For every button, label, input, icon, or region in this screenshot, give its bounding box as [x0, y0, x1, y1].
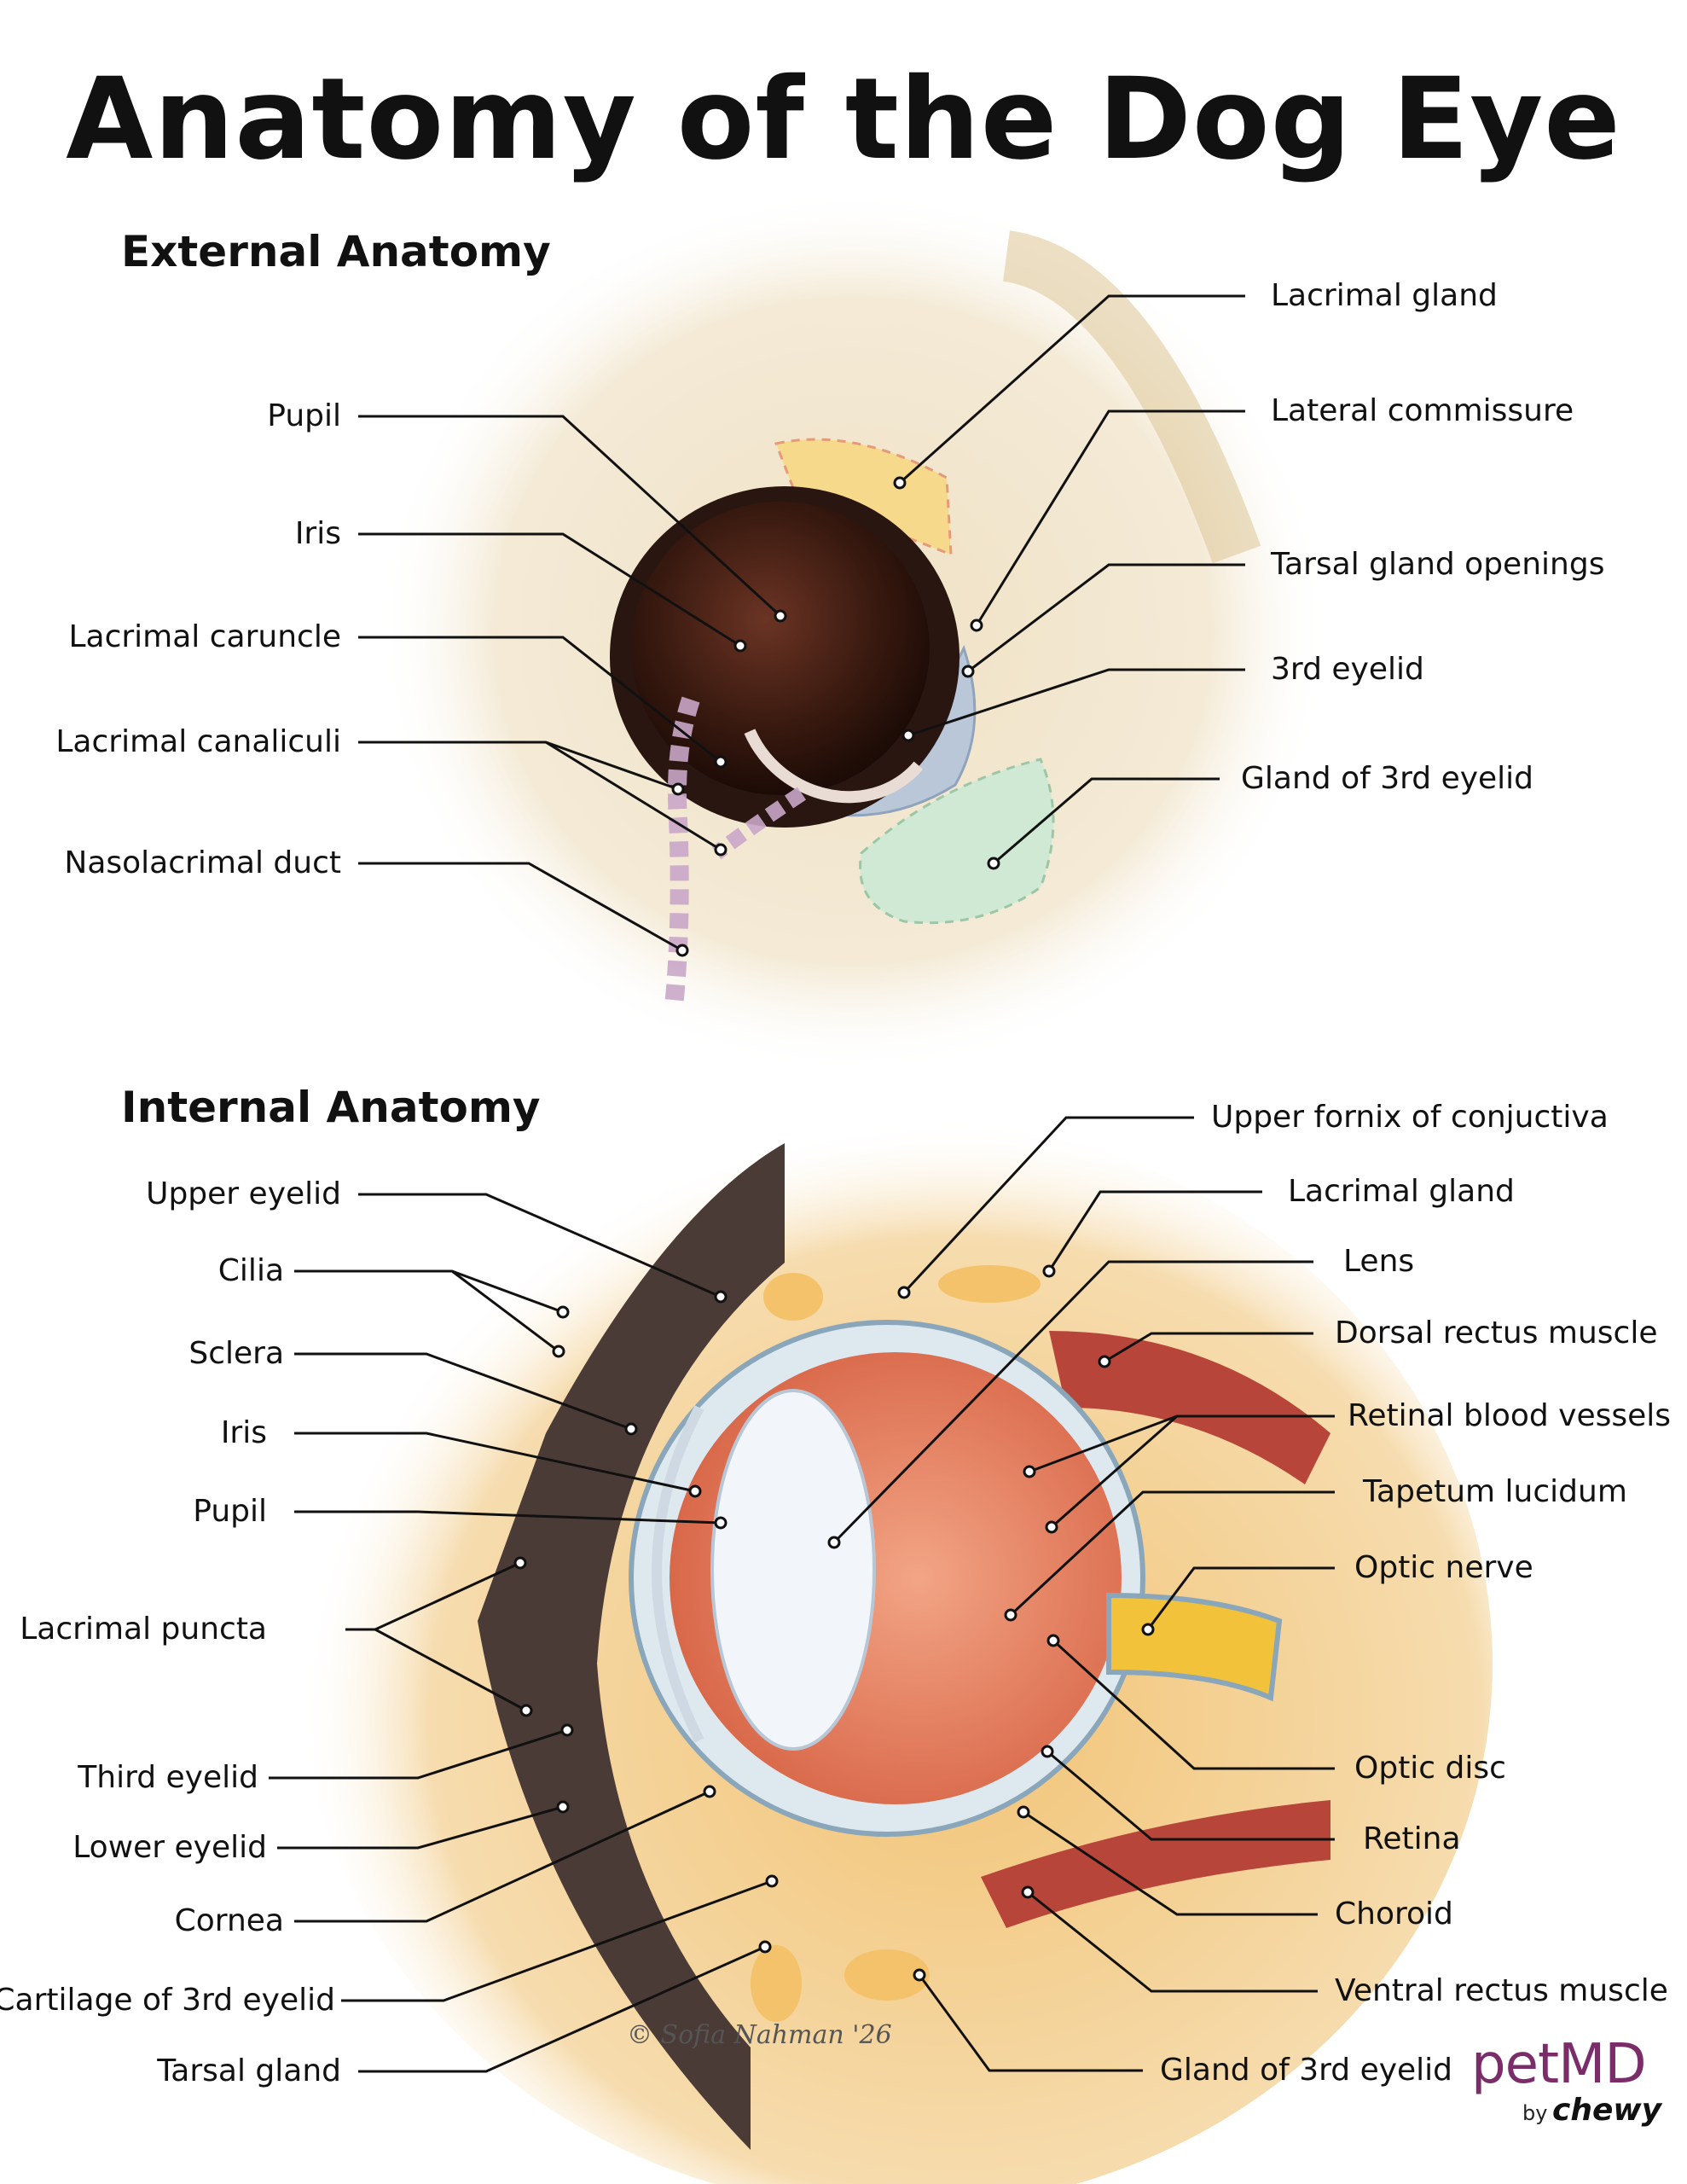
internal-leader-dots	[513, 1264, 1155, 1982]
lacrimal-gland-shape	[774, 438, 953, 557]
label-retinal-blood-vessels: Retinal blood vessels	[1348, 1398, 1672, 1433]
ventral-rectus-shape	[981, 1800, 1330, 1928]
gland-third-eyelid-int-shape	[844, 1949, 930, 2001]
external-eye-illustration	[375, 188, 1330, 1075]
external-leader-lines	[358, 294, 1245, 952]
label-third-eyelid: 3rd eyelid	[1271, 652, 1424, 687]
label-tapetum-lucidum: Tapetum lucidum	[1363, 1474, 1627, 1509]
label-ventral-rectus-muscle: Ventral rectus muscle	[1335, 1973, 1668, 2008]
upper-lacrimal-gland-shape	[938, 1265, 1041, 1303]
logo-by: by	[1522, 2101, 1548, 2125]
conjunctival-fat-shape	[763, 1273, 823, 1321]
label-choroid: Choroid	[1335, 1896, 1453, 1931]
label-internal-third-eyelid: Third eyelid	[78, 1760, 258, 1795]
label-cornea: Cornea	[174, 1903, 284, 1938]
internal-eye-illustration	[299, 1118, 1493, 2184]
external-leader-dots	[671, 476, 1000, 957]
label-internal-pupil: Pupil	[193, 1494, 267, 1529]
external-anatomy-heading: External Anatomy	[121, 227, 551, 276]
lens-shape	[710, 1389, 876, 1751]
logo-parent: chewy	[1552, 2093, 1662, 2128]
internal-anatomy-heading: Internal Anatomy	[121, 1083, 541, 1132]
label-lower-eyelid: Lower eyelid	[72, 1830, 267, 1865]
page-title: Anatomy of the Dog Eye	[66, 54, 1621, 185]
label-internal-iris: Iris	[220, 1415, 267, 1450]
label-lacrimal-caruncle: Lacrimal caruncle	[68, 619, 341, 654]
label-cartilage-of-third-eyelid: Cartilage of 3rd eyelid	[0, 1983, 335, 2018]
label-upper-fornix: Upper fornix of conjuctiva	[1211, 1100, 1609, 1135]
label-internal-gland-of-third-eyelid: Gland of 3rd eyelid	[1160, 2053, 1453, 2088]
tarsal-gland-shape	[751, 1945, 802, 2022]
sclera-crescent	[735, 595, 945, 804]
label-optic-nerve: Optic nerve	[1354, 1550, 1533, 1585]
label-sclera: Sclera	[188, 1336, 284, 1371]
label-lacrimal-puncta: Lacrimal puncta	[20, 1612, 267, 1647]
label-lacrimal-gland: Lacrimal gland	[1271, 278, 1498, 313]
cornea-shape	[652, 1405, 704, 1743]
label-internal-lacrimal-gland: Lacrimal gland	[1288, 1174, 1515, 1209]
label-tarsal-gland-openings: Tarsal gland openings	[1271, 547, 1605, 582]
gland-of-third-eyelid-shape	[859, 758, 1055, 925]
label-lacrimal-canaliculi: Lacrimal canaliculi	[55, 724, 341, 759]
nasolacrimal-duct-shape	[664, 696, 700, 1008]
label-lateral-commissure: Lateral commissure	[1271, 393, 1574, 428]
petmd-logo: petMD by chewy	[1471, 2033, 1662, 2137]
label-cilia: Cilia	[217, 1253, 284, 1288]
label-optic-disc: Optic disc	[1354, 1751, 1506, 1786]
label-gland-of-third-eyelid: Gland of 3rd eyelid	[1241, 761, 1534, 796]
logo-brand: petMD	[1471, 2033, 1647, 2096]
external-iris	[631, 502, 930, 795]
label-tarsal-gland: Tarsal gland	[157, 2053, 341, 2088]
artist-signature: © Sofia Nahman '26	[627, 2020, 892, 2050]
label-iris: Iris	[294, 516, 341, 551]
label-dorsal-rectus-muscle: Dorsal rectus muscle	[1335, 1316, 1658, 1350]
label-pupil: Pupil	[267, 398, 341, 433]
label-lens: Lens	[1343, 1244, 1415, 1279]
internal-leader-lines	[269, 1116, 1335, 2073]
dorsal-rectus-shape	[1049, 1331, 1330, 1484]
label-upper-eyelid: Upper eyelid	[146, 1176, 341, 1211]
brow-stripe	[1001, 230, 1261, 564]
label-retina: Retina	[1363, 1821, 1461, 1856]
label-nasolacrimal-duct: Nasolacrimal duct	[64, 845, 341, 880]
eyelid-shape	[478, 1143, 785, 2150]
canaliculus-shape	[711, 787, 806, 860]
